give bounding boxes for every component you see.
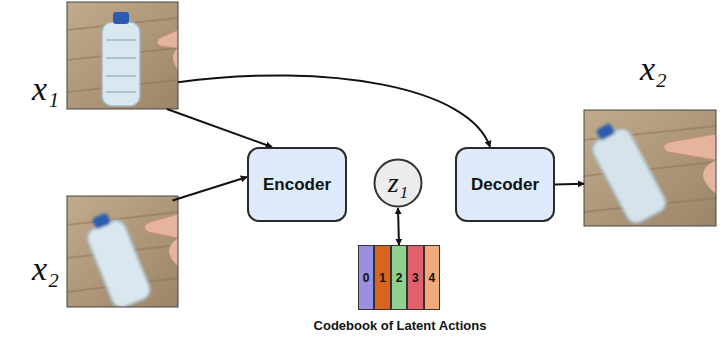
codebook-index: 2 — [396, 271, 403, 285]
codebook-index: 3 — [412, 271, 419, 285]
floor — [67, 2, 178, 109]
codebook-entry: 3 — [407, 245, 423, 310]
image-label: x₁ — [32, 72, 59, 106]
bottle-cap — [596, 123, 616, 141]
process-box: Encoder — [247, 147, 347, 222]
arrow-connector — [397, 208, 400, 245]
image-frame: x₂ — [584, 110, 716, 226]
process-box: Decoder — [455, 147, 555, 222]
hand — [703, 160, 716, 194]
image-frame: x₂ — [67, 196, 178, 307]
codebook-entry: 4 — [424, 245, 440, 310]
arrow-connector — [555, 183, 584, 186]
codebook-entry: 1 — [374, 245, 390, 310]
bottle-cap — [113, 12, 129, 24]
hand — [173, 48, 178, 70]
codebook-caption: Codebook of Latent Actions — [314, 318, 487, 333]
node-label: z₁ — [388, 169, 409, 197]
photo-x2 — [67, 196, 178, 307]
photo-frame — [67, 196, 178, 307]
image-label: x₂ — [640, 52, 667, 86]
circle-shape — [375, 160, 422, 207]
floor — [584, 110, 716, 226]
hand — [663, 134, 716, 160]
image-frame: x₁ — [67, 2, 178, 109]
codebook-entry: 2 — [391, 245, 407, 310]
node-label: Encoder — [263, 175, 331, 195]
image-label: x₂ — [32, 252, 59, 286]
hand — [157, 30, 178, 48]
bottle-ridges — [106, 40, 136, 92]
bottle — [102, 22, 140, 106]
photo-x1 — [67, 2, 178, 109]
codebook-index: 1 — [379, 271, 386, 285]
latent-circle: z₁ — [373, 158, 423, 208]
arrow-connector — [167, 109, 272, 147]
codebook-entry: 0 — [358, 245, 374, 310]
hand — [144, 214, 178, 238]
node-label: Decoder — [471, 175, 539, 195]
arrow-connector — [172, 177, 247, 200]
photo-x2-output — [584, 110, 716, 226]
bottle — [84, 217, 153, 307]
arrow-connector — [178, 75, 490, 147]
bottle-cap — [92, 213, 111, 230]
photo-frame — [67, 2, 178, 109]
photo-frame — [584, 110, 716, 226]
codebook-index: 4 — [428, 271, 435, 285]
bottle — [589, 126, 669, 226]
codebook-index: 0 — [363, 271, 370, 285]
hand — [169, 238, 178, 266]
